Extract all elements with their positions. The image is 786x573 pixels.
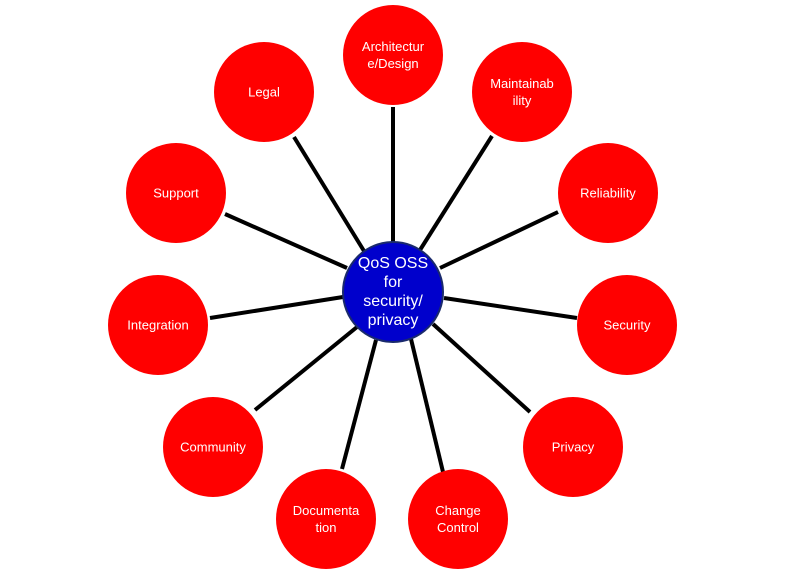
node-label-integration-line-1: Integration bbox=[127, 318, 188, 333]
node-label-architecture-line-1: Architectur bbox=[362, 39, 425, 54]
node-label-architecture-line-2: e/Design bbox=[367, 56, 418, 71]
node-label-security-line-1: Security bbox=[604, 318, 651, 333]
central-hub: QoS OSS for security/privacy bbox=[342, 241, 444, 343]
hub-label-line-3: security/ bbox=[363, 293, 423, 310]
hub-label-line-1: QoS OSS bbox=[358, 255, 428, 272]
connector-support bbox=[224, 212, 348, 270]
connector-community bbox=[253, 325, 359, 412]
node-integration: Integration bbox=[108, 275, 208, 375]
node-circle-maintainability bbox=[472, 42, 572, 142]
connector-reliability bbox=[439, 210, 559, 270]
node-circle-security bbox=[577, 275, 677, 375]
node-support: Support bbox=[126, 143, 226, 243]
node-circle-integration bbox=[108, 275, 208, 375]
node-label-change-control-line-2: Control bbox=[437, 520, 479, 535]
hub-label-line-4: privacy bbox=[368, 312, 419, 329]
node-circle-documentation bbox=[276, 469, 376, 569]
connector-privacy bbox=[431, 322, 532, 414]
node-label-support-line-1: Support bbox=[153, 186, 199, 201]
connector-legal bbox=[292, 135, 366, 253]
connector-change-control bbox=[409, 338, 445, 473]
node-label-legal-line-1: Legal bbox=[248, 85, 280, 100]
node-circle-change-control bbox=[408, 469, 508, 569]
node-label-documentation-line-2: tion bbox=[316, 520, 337, 535]
node-security: Security bbox=[577, 275, 677, 375]
node-community: Community bbox=[163, 397, 263, 497]
node-circle-privacy bbox=[523, 397, 623, 497]
connector-lines bbox=[209, 107, 578, 473]
node-label-community-line-1: Community bbox=[180, 440, 246, 455]
node-circle-legal bbox=[214, 42, 314, 142]
node-architecture: Architectur e/Design bbox=[343, 5, 443, 105]
connector-maintainability bbox=[418, 134, 494, 252]
node-label-documentation-line-1: Documenta bbox=[293, 503, 360, 518]
connector-integration bbox=[209, 295, 344, 320]
node-circle-support bbox=[126, 143, 226, 243]
node-label-privacy-line-1: Privacy bbox=[552, 440, 595, 455]
connector-documentation bbox=[340, 339, 378, 470]
node-label-reliability-line-1: Reliability bbox=[580, 186, 636, 201]
node-circle-reliability bbox=[558, 143, 658, 243]
node-circle-architecture bbox=[343, 5, 443, 105]
node-reliability: Reliability bbox=[558, 143, 658, 243]
node-privacy: Privacy bbox=[523, 397, 623, 497]
node-legal: Legal bbox=[214, 42, 314, 142]
node-circle-community bbox=[163, 397, 263, 497]
node-maintainability: Maintainab ility bbox=[472, 42, 572, 142]
connector-security bbox=[443, 296, 578, 320]
hub-circle bbox=[342, 241, 444, 343]
node-label-maintainability-line-2: ility bbox=[513, 93, 532, 108]
node-label-maintainability-line-1: Maintainab bbox=[490, 76, 554, 91]
node-documentation: Documenta tion bbox=[276, 469, 376, 569]
node-label-change-control-line-1: Change bbox=[435, 503, 481, 518]
hub-label-line-2: for bbox=[384, 274, 403, 291]
